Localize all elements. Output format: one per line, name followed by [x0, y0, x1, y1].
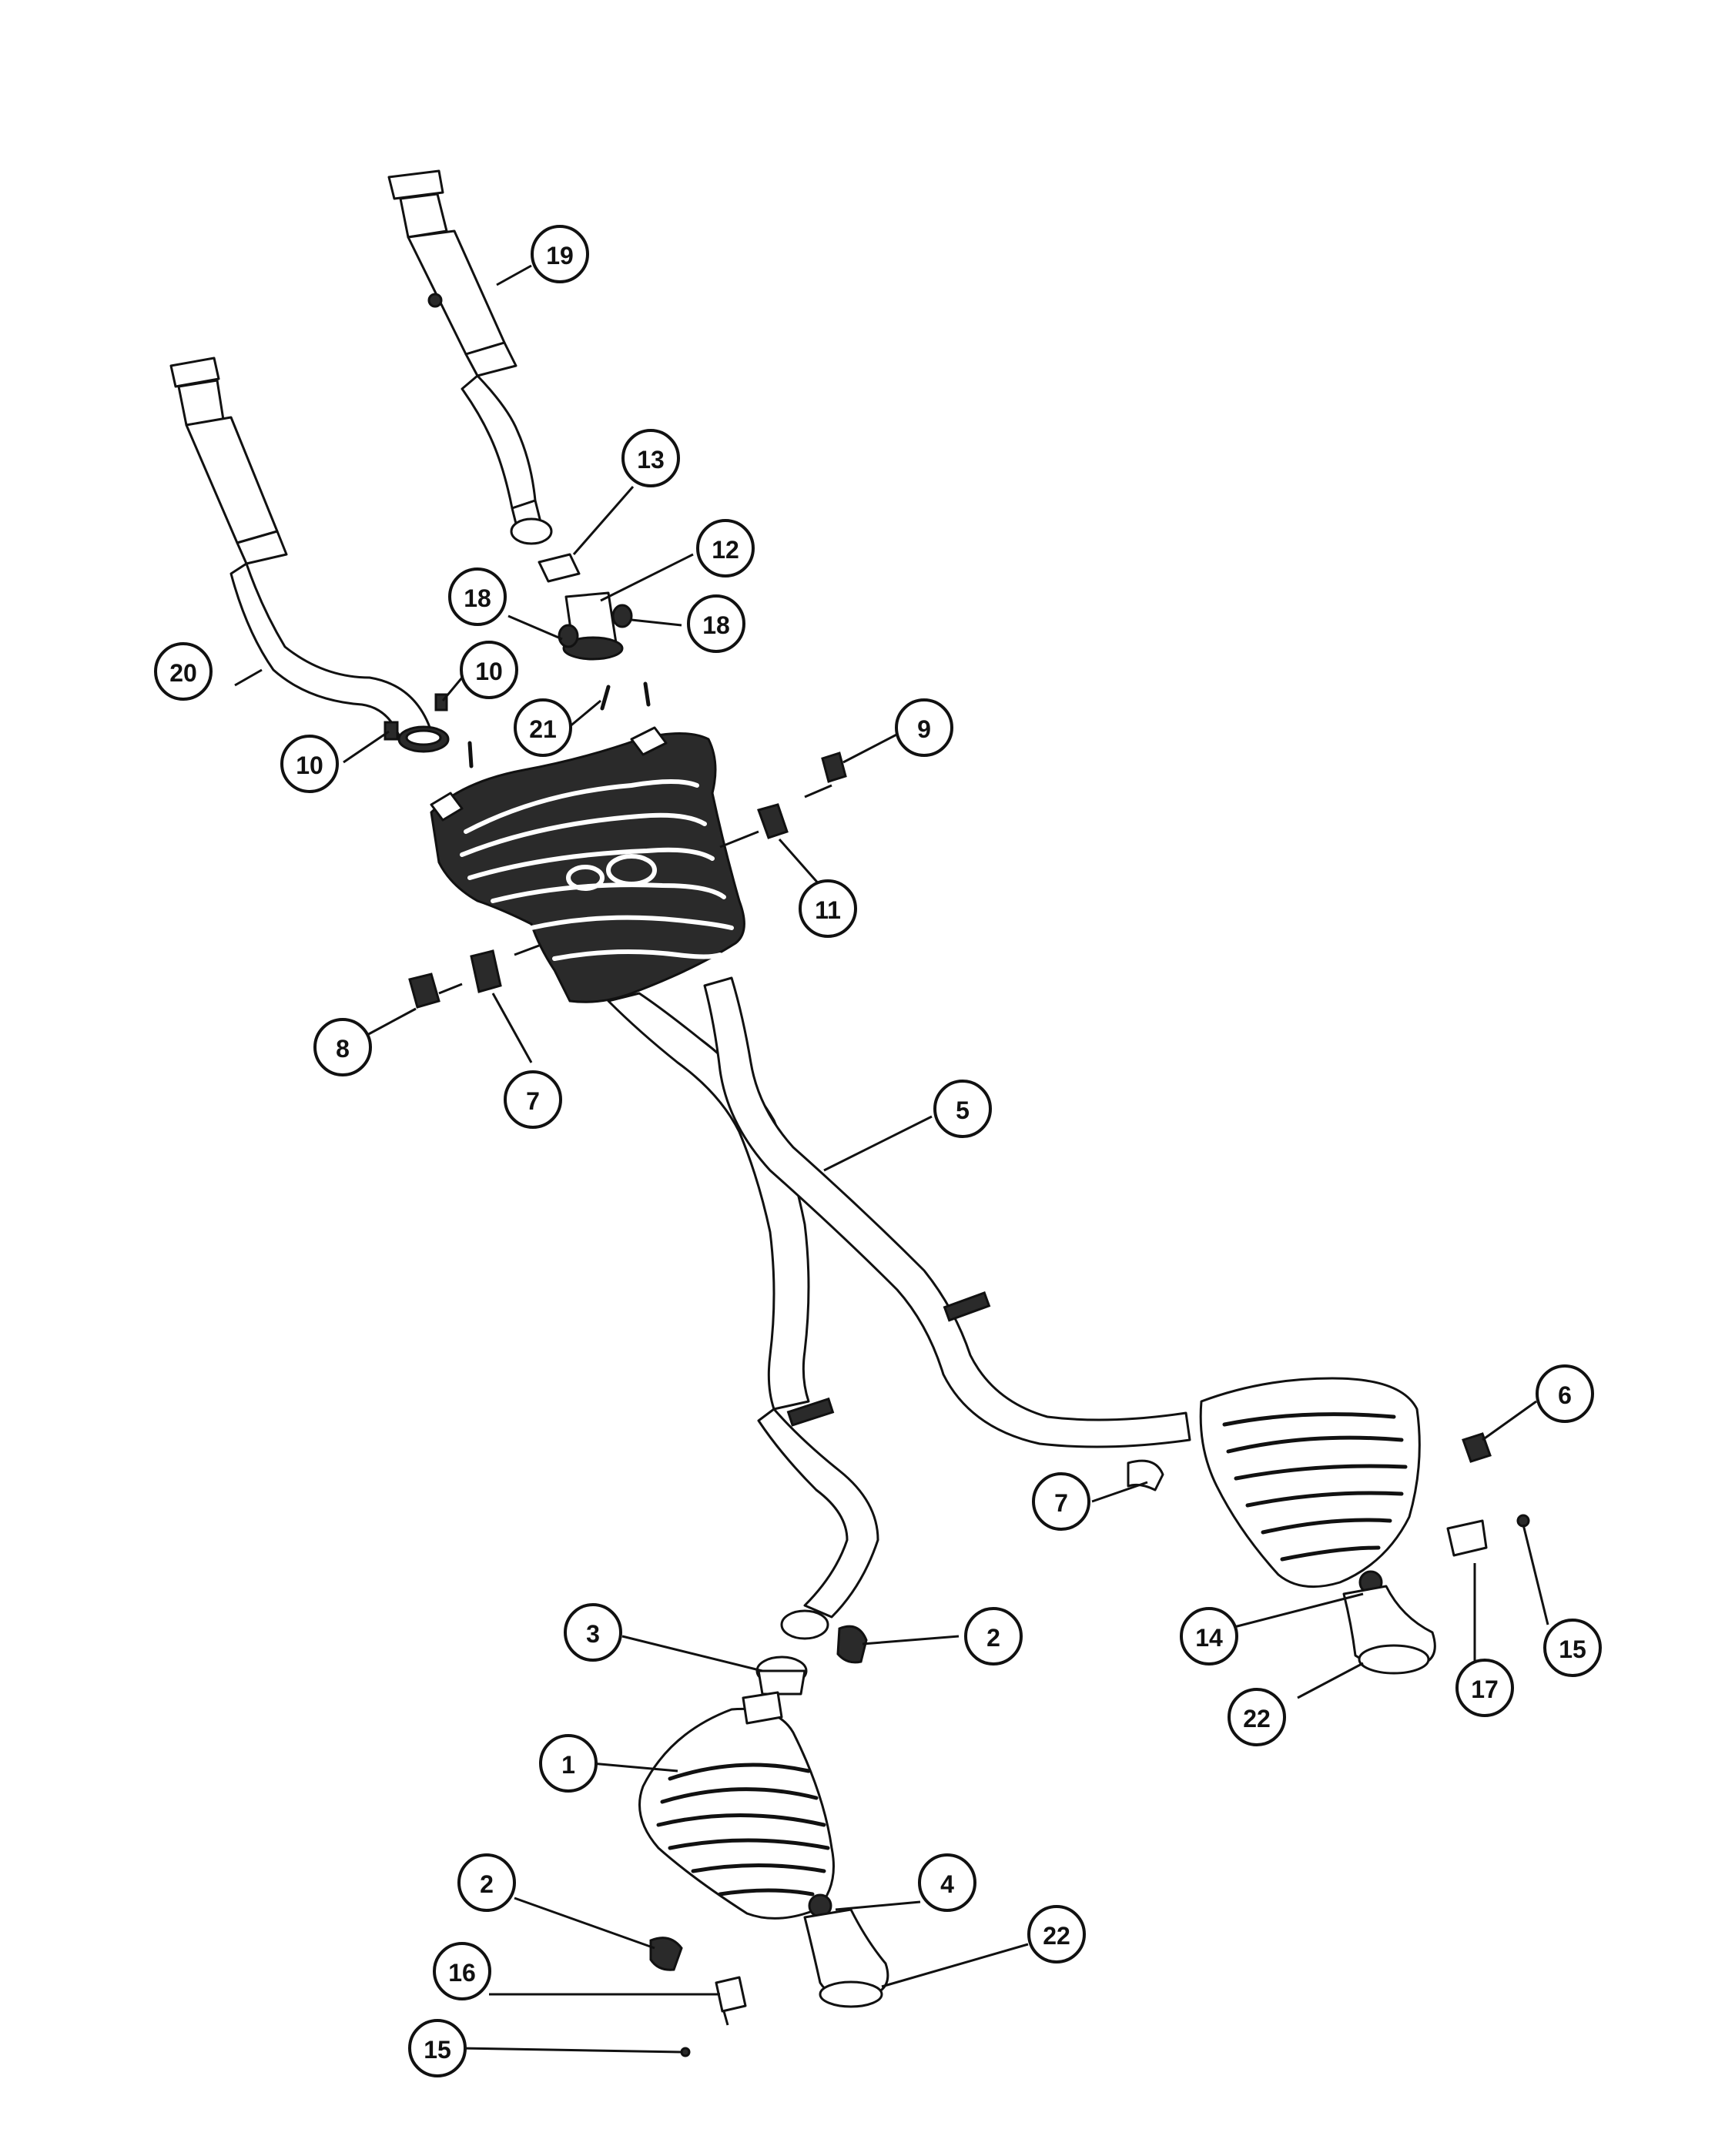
callout-label: 18	[702, 611, 730, 639]
callout-c7a: 7	[504, 1070, 562, 1129]
callout-label: 3	[586, 1620, 600, 1648]
callout-label: 2	[480, 1870, 494, 1898]
left-rear-muffler	[638, 1691, 889, 2057]
callout-circle	[564, 1603, 622, 1662]
callout-label: 1	[561, 1751, 575, 1779]
callout-circle	[280, 735, 339, 793]
callout-label: 4	[940, 1870, 954, 1898]
callout-circle	[460, 641, 518, 699]
callout-c14: 14	[1180, 1607, 1238, 1666]
callout-circle	[918, 1853, 976, 1912]
callout-circle	[539, 1734, 598, 1793]
callout-label: 5	[956, 1096, 970, 1124]
callout-circle	[433, 1942, 491, 2000]
callout-label: 9	[917, 715, 931, 743]
callout-circle	[313, 1018, 372, 1076]
clamp-and-isolator	[755, 1625, 868, 1696]
callout-c12: 12	[696, 519, 755, 578]
x-pipe	[607, 976, 1191, 1448]
callout-leaders	[234, 264, 1549, 2054]
callout-c13: 13	[621, 429, 680, 487]
callout-label: 10	[296, 752, 323, 779]
callout-label: 15	[424, 2036, 451, 2064]
callout-c3: 3	[564, 1603, 622, 1662]
callout-label: 10	[475, 658, 503, 685]
callout-c2a: 2	[964, 1607, 1023, 1666]
callout-c22b: 22	[1027, 1905, 1086, 1964]
callout-c18b: 18	[687, 594, 745, 653]
callout-c22a: 22	[1228, 1688, 1286, 1746]
callout-label: 7	[526, 1087, 540, 1115]
left-tailpipe	[757, 1408, 879, 1640]
callout-c21: 21	[514, 698, 572, 757]
callout-label: 21	[529, 715, 557, 743]
callout-label: 19	[546, 242, 574, 270]
hangers	[408, 752, 847, 1009]
callout-c1: 1	[539, 1734, 598, 1793]
callout-label: 20	[169, 659, 197, 687]
callout-c11: 11	[799, 879, 857, 938]
callout-c6: 6	[1536, 1364, 1594, 1423]
callout-circle	[895, 698, 953, 757]
callout-label: 18	[464, 584, 491, 612]
callout-c10a: 10	[460, 641, 518, 699]
callout-c17: 17	[1455, 1659, 1514, 1717]
callout-circle	[457, 1853, 516, 1912]
callout-circle	[1027, 1905, 1086, 1964]
callout-label: 17	[1471, 1676, 1499, 1703]
callout-c15b: 15	[408, 2019, 467, 2077]
callout-label: 12	[712, 536, 739, 564]
callout-c5: 5	[933, 1080, 992, 1138]
callout-c10b: 10	[280, 735, 339, 793]
callout-c16: 16	[433, 1942, 491, 2000]
callout-label: 16	[448, 1959, 476, 1987]
callout-circle	[964, 1607, 1023, 1666]
callout-c18a: 18	[448, 567, 507, 626]
callout-circle	[154, 642, 213, 701]
callout-label: 14	[1195, 1624, 1223, 1652]
callout-c7b: 7	[1032, 1472, 1090, 1531]
callout-c19: 19	[531, 225, 589, 283]
right-rear-muffler	[1127, 1377, 1530, 1675]
callout-label: 22	[1043, 1922, 1070, 1950]
callout-circle	[933, 1080, 992, 1138]
callout-label: 13	[637, 446, 665, 474]
callout-circle	[531, 225, 589, 283]
callout-label: 15	[1559, 1635, 1586, 1663]
callout-circle	[621, 429, 680, 487]
callout-label: 6	[1558, 1381, 1572, 1409]
right-catalytic-converter	[387, 169, 553, 545]
callout-circle	[408, 2019, 467, 2077]
callout-c15a: 15	[1543, 1619, 1602, 1677]
callout-circle	[504, 1070, 562, 1129]
callout-circle	[1180, 1607, 1238, 1666]
callout-circle	[1543, 1619, 1602, 1677]
callout-circle	[696, 519, 755, 578]
callout-circle	[1455, 1659, 1514, 1717]
callout-label: 2	[986, 1624, 1000, 1652]
callout-label: 22	[1243, 1705, 1271, 1732]
callout-c8: 8	[313, 1018, 372, 1076]
center-resonator	[430, 726, 745, 1003]
callout-label: 11	[815, 896, 841, 924]
callout-circle	[1228, 1688, 1286, 1746]
left-catalytic-converter	[169, 357, 450, 753]
callout-label: 8	[336, 1035, 350, 1063]
callout-c20: 20	[154, 642, 213, 701]
callout-circle	[448, 567, 507, 626]
callout-label: 7	[1054, 1489, 1068, 1517]
upper-hardware	[384, 553, 651, 768]
callout-circle	[687, 594, 745, 653]
callout-circle	[1536, 1364, 1594, 1423]
callout-c4: 4	[918, 1853, 976, 1912]
callout-circle	[514, 698, 572, 757]
callout-circle	[799, 879, 857, 938]
callout-circle	[1032, 1472, 1090, 1531]
callout-c2b: 2	[457, 1853, 516, 1912]
callout-c9: 9	[895, 698, 953, 757]
